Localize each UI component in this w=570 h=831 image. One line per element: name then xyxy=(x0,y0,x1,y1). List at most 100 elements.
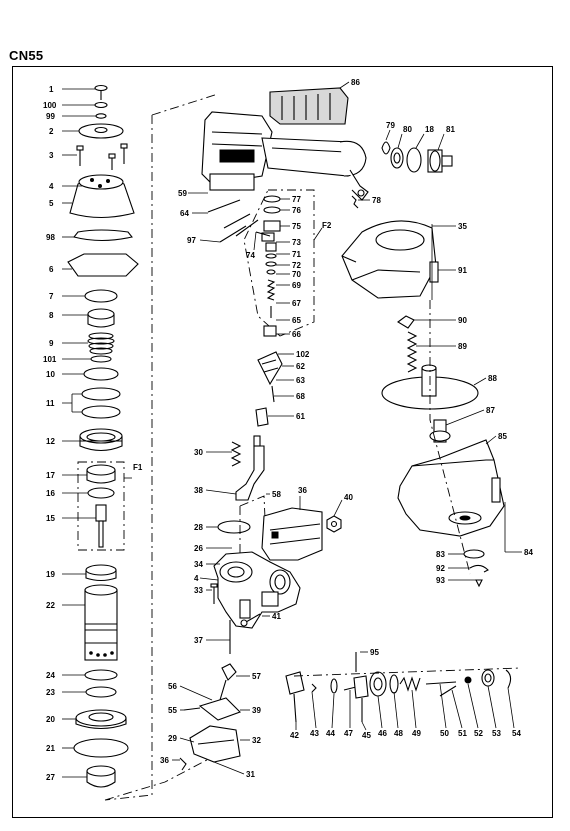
part-88-platform xyxy=(381,364,479,410)
part-50-rod xyxy=(425,681,457,685)
label-63: 63 xyxy=(296,376,305,385)
part-54-clip xyxy=(505,669,512,689)
part-52-ball xyxy=(464,676,472,684)
label-29: 29 xyxy=(168,734,177,743)
part-18-oring xyxy=(406,147,422,173)
part-78-spring: 78 xyxy=(351,195,381,209)
label-50: 50 xyxy=(440,729,449,738)
f2-labels: 77 76 75 74 73 71 72 70 69 67 65 66 F2 xyxy=(246,195,332,339)
part-17-driver-head xyxy=(86,464,116,484)
part-64-pins xyxy=(207,199,259,243)
label-37: 37 xyxy=(194,636,203,645)
group-f2-box xyxy=(243,189,315,337)
label-30: 30 xyxy=(194,448,203,457)
part-81-inlet xyxy=(427,149,453,173)
label-95: 95 xyxy=(370,648,379,657)
label-99: 99 xyxy=(46,112,55,121)
label-84: 84 xyxy=(524,548,533,557)
part-55-screw xyxy=(183,707,201,711)
label-71: 71 xyxy=(292,250,301,259)
part-87-post xyxy=(429,419,451,443)
label-98: 98 xyxy=(46,233,55,242)
label-36b: 36 xyxy=(160,756,169,765)
diagram-frame xyxy=(12,66,553,818)
part-1-screw xyxy=(94,84,108,100)
part-92-clip xyxy=(469,564,489,573)
part-93-screw xyxy=(475,579,483,588)
label-51: 51 xyxy=(458,729,467,738)
part-40-nut xyxy=(326,515,342,533)
label-40: 40 xyxy=(344,493,353,502)
label-61: 61 xyxy=(296,412,305,421)
part-3-screws xyxy=(76,143,128,170)
part-36b-clip xyxy=(179,757,187,771)
trigger-parts xyxy=(255,351,283,427)
assembly-guide-right xyxy=(429,300,471,575)
label-58: 58 xyxy=(272,490,281,499)
label-46: 46 xyxy=(378,729,387,738)
label-39: 39 xyxy=(252,706,261,715)
part-28-oring xyxy=(217,520,251,534)
part-30-spring xyxy=(230,441,242,467)
label-5: 5 xyxy=(49,199,54,208)
label-16: 16 xyxy=(46,489,55,498)
label-6: 6 xyxy=(49,265,54,274)
label-15: 15 xyxy=(46,514,55,523)
label-62: 62 xyxy=(296,362,305,371)
label-41: 41 xyxy=(272,612,281,621)
f2-valve-parts xyxy=(255,195,281,337)
part-39-arm xyxy=(198,697,241,721)
part-23-ring xyxy=(85,686,117,698)
label-12: 12 xyxy=(46,437,55,446)
part-45-piston xyxy=(353,675,369,722)
label-47: 47 xyxy=(344,729,353,738)
left-leaders xyxy=(62,88,132,778)
label-1: 1 xyxy=(49,85,54,94)
label-33: 33 xyxy=(194,586,203,595)
label-24: 24 xyxy=(46,671,55,680)
label-75: 75 xyxy=(292,222,301,231)
label-80: 80 xyxy=(403,125,412,134)
label-48: 48 xyxy=(394,729,403,738)
label-19: 19 xyxy=(46,570,55,579)
part-19-ring xyxy=(85,564,117,582)
label-26: 26 xyxy=(194,544,203,553)
label-20: 20 xyxy=(46,715,55,724)
label-53: 53 xyxy=(492,729,501,738)
part-89-spring xyxy=(406,331,418,373)
label-64: 64 xyxy=(180,209,189,218)
part-48-oring xyxy=(389,674,399,694)
part-38-lever xyxy=(235,435,265,501)
part-32-guide xyxy=(189,725,241,763)
part-57-adjuster xyxy=(219,663,237,701)
part-53-cap xyxy=(481,669,495,687)
part-51-pawl xyxy=(439,685,457,697)
label-38: 38 xyxy=(194,486,203,495)
part-10-oring xyxy=(83,367,119,381)
part-27-bumper xyxy=(86,765,116,788)
part-46-cylinder xyxy=(369,671,387,697)
f2-leaders xyxy=(253,198,323,335)
part-36-guide xyxy=(261,507,323,561)
feeder-parts xyxy=(285,652,512,723)
label-22: 22 xyxy=(46,601,55,610)
part-98-gasket xyxy=(73,229,133,242)
part-9-spring xyxy=(87,332,115,355)
part-2-cap xyxy=(78,123,124,139)
label-83: 83 xyxy=(436,550,445,559)
assembly-guide-center xyxy=(239,495,267,560)
label-21: 21 xyxy=(46,744,55,753)
cylinder-stack xyxy=(67,84,139,788)
part-49-spring xyxy=(399,676,421,692)
left-labels: 1 100 99 2 3 4 5 98 6 7 8 9 101 10 11 12… xyxy=(43,85,143,782)
part-99-ring xyxy=(95,113,107,119)
part-86-grip xyxy=(269,87,349,125)
part-43-spring xyxy=(311,683,317,693)
air-inlet-parts: 79 80 18 81 xyxy=(381,121,455,173)
part-83-washer xyxy=(463,549,485,559)
label-76: 76 xyxy=(292,206,301,215)
label-3: 3 xyxy=(49,151,54,160)
assembly-guide-left xyxy=(104,93,223,801)
label-56: 56 xyxy=(168,682,177,691)
part-16-oring xyxy=(87,487,115,499)
